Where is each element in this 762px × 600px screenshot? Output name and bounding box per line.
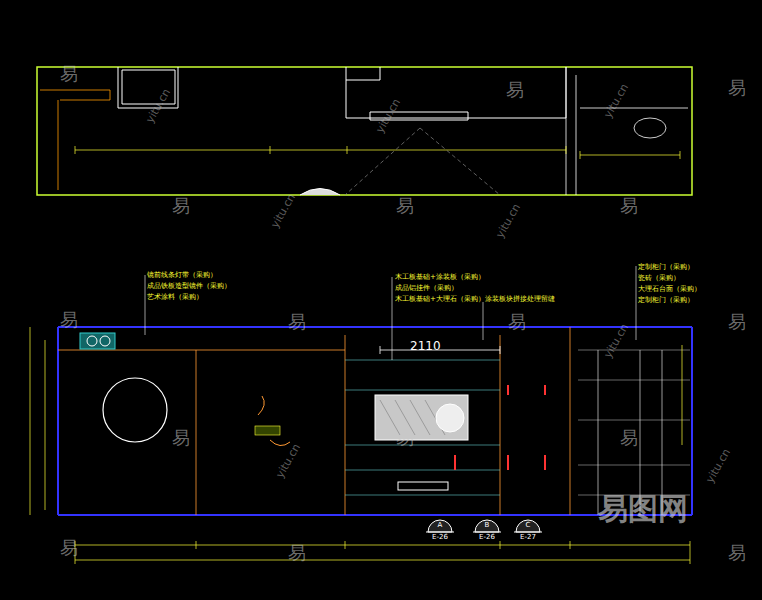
watermark: yitu.cn [494, 202, 523, 240]
watermark: 易 [172, 428, 190, 448]
watermark: 易 [506, 80, 524, 100]
watermark: 易 [728, 312, 746, 332]
watermark: 易 [60, 538, 78, 558]
annotation-note: 瓷砖（采购） [638, 275, 680, 283]
sheet-reference: E-27 [509, 534, 547, 541]
watermark: 易 [60, 64, 78, 84]
annotation-note: 涂装板块拼接处理留缝 [485, 296, 555, 304]
watermark: yitu.cn [374, 97, 403, 135]
watermark: yitu.cn [269, 192, 298, 230]
watermark: 易 [288, 312, 306, 332]
section-letter: C [509, 522, 547, 529]
section-marker: B E-26 [468, 518, 506, 546]
watermark: 易 [728, 78, 746, 98]
dimension-value: 2110 [410, 340, 441, 353]
watermark: 易 [620, 196, 638, 216]
annotation-note: 成品铁板造型镜件（采购） [147, 283, 231, 291]
annotation-note: 定制柜门（采购） [638, 264, 694, 272]
sheet-reference: E-26 [421, 534, 459, 541]
watermark: 易 [288, 543, 306, 563]
annotation-note: 大理石台面（采购） [638, 286, 701, 294]
annotation-note: 定制柜门（采购） [638, 297, 694, 305]
watermark: yitu.cn [602, 82, 631, 120]
watermark: 易 [396, 196, 414, 216]
annotation-note: 成品铝挂件（采购） [395, 285, 458, 293]
watermark: 易 [620, 428, 638, 448]
watermark: 易 [60, 310, 78, 330]
watermark: yitu.cn [144, 87, 173, 125]
annotation-note: 木工板基础+涂装板（采购） [395, 274, 485, 282]
watermark: 易 [508, 312, 526, 332]
watermark: 易 [396, 428, 414, 448]
section-letter: B [468, 522, 506, 529]
watermark-logo: 易图网 [598, 492, 688, 525]
watermark: yitu.cn [704, 447, 733, 485]
watermark: 易 [172, 196, 190, 216]
section-marker: C E-27 [509, 518, 547, 546]
watermark: yitu.cn [274, 442, 303, 480]
section-marker: A E-26 [421, 518, 459, 546]
annotation-note: 木工板基础+大理石（采购） [395, 296, 485, 304]
section-letter: A [421, 522, 459, 529]
annotation-note: 镜前线条灯带（采购） [147, 272, 217, 280]
annotation-note: 艺术涂料（采购） [147, 294, 203, 302]
sheet-reference: E-26 [468, 534, 506, 541]
watermark: 易 [728, 543, 746, 563]
